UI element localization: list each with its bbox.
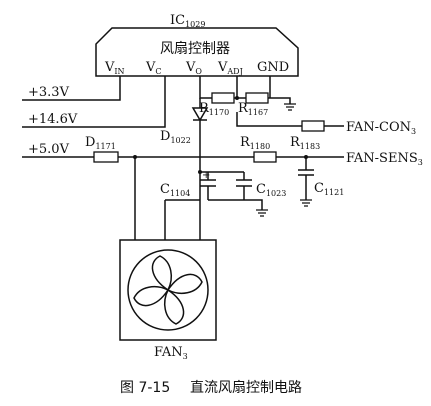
ic-pin-vadj-label: VADJ: [217, 60, 243, 76]
ground-symbol-top: [284, 103, 296, 111]
ic-pin-vin-label: VIN: [104, 60, 125, 76]
capacitor-c1104-polarity: +: [202, 170, 210, 181]
diode-d1022-label: D1022: [160, 129, 191, 145]
wire-vc: [22, 76, 166, 128]
ic-designator-label: IC1029: [170, 13, 205, 29]
rail-5v0-label: +5.0V: [28, 142, 70, 157]
fan-label: FAN3: [154, 345, 188, 361]
fan-housing: [119, 239, 217, 341]
resistor-r1183-label: R1183: [290, 135, 320, 151]
ic-fan-controller-body: [95, 27, 299, 77]
wire-feedback-node: [199, 88, 212, 99]
ic-pin-vc-label: VC: [145, 60, 162, 76]
wire-r1167-gnd: [268, 97, 291, 104]
fan-blades-icon: [133, 255, 203, 325]
wire-vin: [22, 76, 121, 101]
diode-d1171: [93, 151, 119, 163]
ic-pin-gnd-label: GND: [257, 60, 289, 75]
figure-number: 图 7-15: [120, 380, 170, 396]
fan-shroud: [127, 249, 209, 331]
signal-fan-con-label: FAN-CON3: [346, 120, 416, 136]
capacitor-c1023-label: C1023: [256, 182, 286, 198]
rail-3v3-label: +3.3V: [28, 85, 70, 100]
capacitor-c1121-label: C1121: [314, 181, 344, 197]
figure-title: 直流风扇控制电路: [190, 379, 302, 396]
resistor-r1180: [253, 151, 277, 163]
wire-cap-bus-bottom: [208, 199, 263, 210]
rail-14v6-label: +14.6V: [28, 112, 78, 127]
capacitor-c1104-label: C1104: [160, 182, 190, 198]
resistor-r1170: [211, 92, 235, 104]
diode-d1171-label: D1171: [85, 135, 116, 151]
ic-fan-controller-name: 风扇控制器: [160, 41, 230, 57]
resistor-r1167: [245, 92, 269, 104]
capacitor-c1023: [236, 172, 252, 200]
signal-fan-sens-label: FAN-SENS3: [346, 151, 423, 167]
ground-symbol-c1121: [300, 199, 312, 207]
ic-pin-vo-label: VO: [185, 60, 202, 76]
resistor-r1183: [301, 120, 325, 132]
resistor-r1180-label: R1180: [240, 135, 270, 151]
wire-fan-con: [236, 112, 302, 127]
capacitor-c1121: [298, 169, 314, 176]
junction-cap-bus: [198, 170, 202, 174]
capacitor-c1104: [200, 172, 216, 200]
ground-symbol-caps: [256, 209, 268, 217]
junction-vadj: [235, 96, 239, 100]
resistor-r1167-label: R1167: [238, 101, 268, 117]
